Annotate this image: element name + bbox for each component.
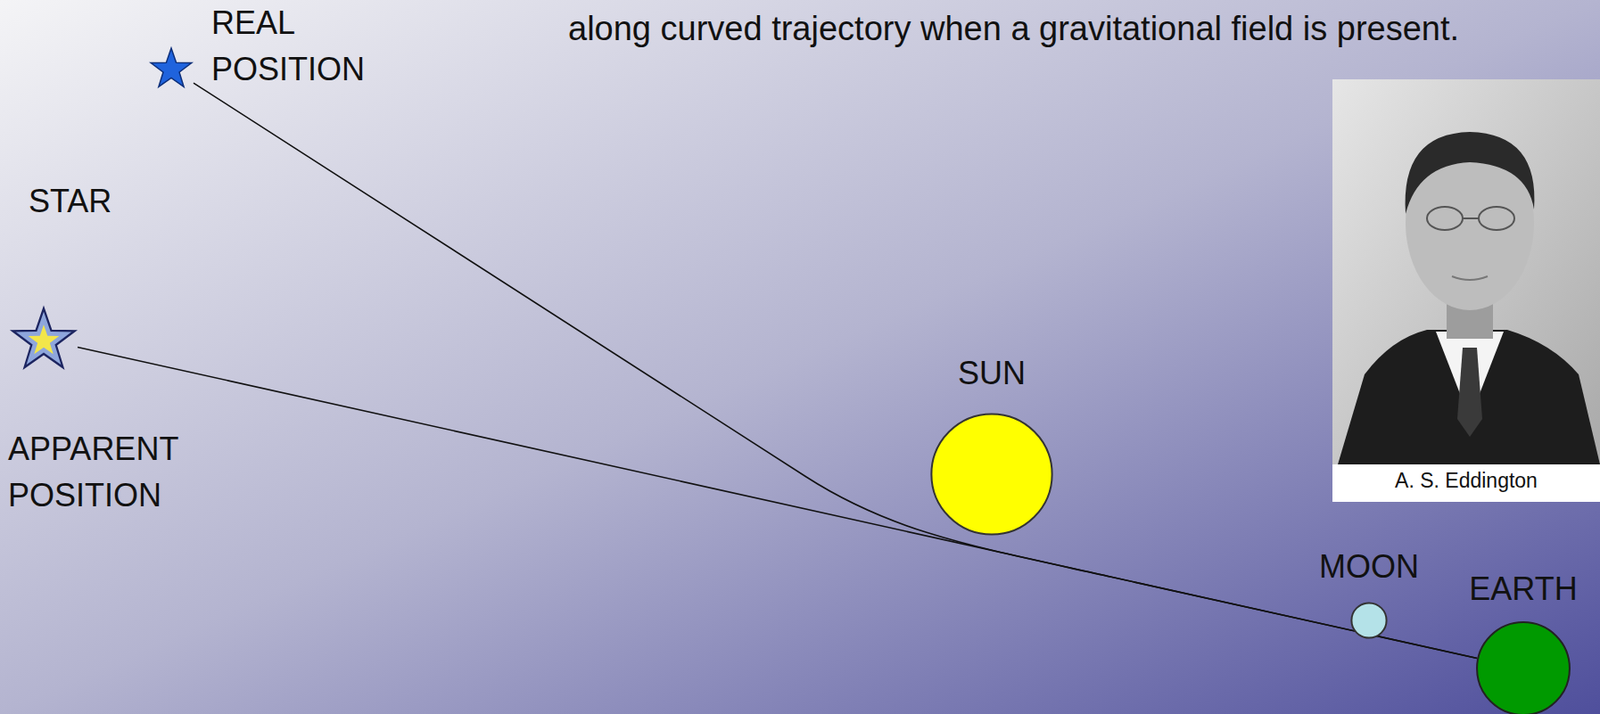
node-shape [1351,602,1387,639]
node-label: MOON [1319,548,1419,586]
node-label: REAL POSITION [211,0,390,93]
glasses [1478,206,1515,231]
sun-circle: SUN [930,412,1054,537]
star-real: REAL POSITION [148,46,194,91]
photo-caption: A. S. Eddington [1332,469,1600,493]
mouth [1451,276,1488,281]
suit [1337,329,1600,465]
earth-circle: EARTH [1476,621,1571,714]
glasses [1426,206,1463,231]
node-shape [148,46,194,91]
node-shape [930,412,1054,537]
light-ray [77,346,1477,659]
star-apparent: APPARENT POSITION [9,305,78,374]
moon-circle: MOON [1351,602,1387,639]
node-label: EARTH [1468,570,1577,608]
photo-background [1332,79,1600,465]
light-ray [193,82,1477,659]
node-label: APPARENT POSITION [8,426,223,520]
node-label: SUN [957,354,1026,392]
glasses [1462,217,1479,220]
description-text: along curved trajectory when a gravitati… [568,1,1594,57]
star-label: STAR [28,182,207,220]
node-shape [1476,621,1571,714]
photo-frame [1332,79,1600,503]
node-shape [9,305,78,374]
hair [1405,131,1535,215]
tie [1457,347,1483,438]
